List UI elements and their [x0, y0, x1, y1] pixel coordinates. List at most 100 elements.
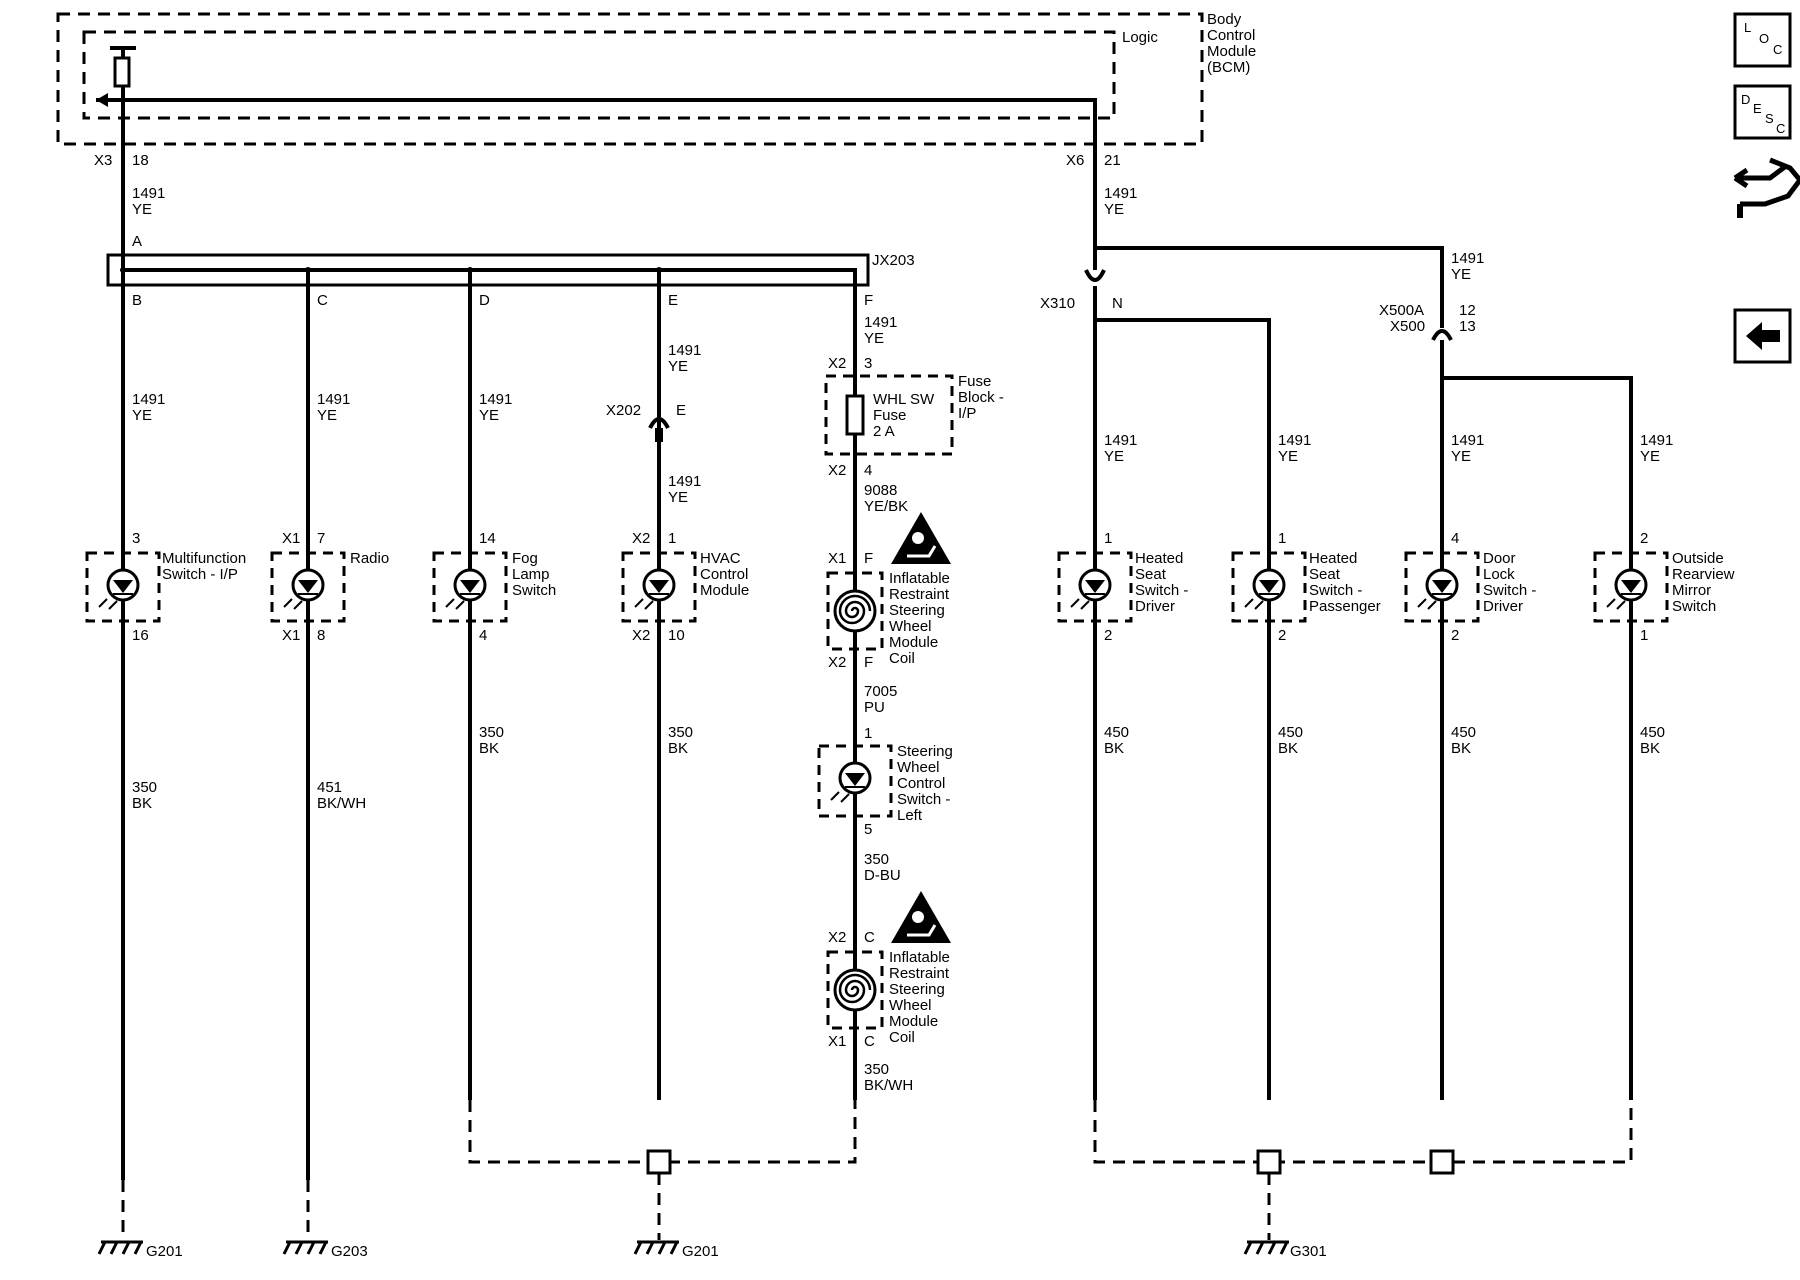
svg-text:X2: X2	[828, 462, 846, 479]
svg-text:F: F	[864, 654, 873, 671]
svg-text:X202: X202	[606, 402, 641, 419]
airbag-warning-icon	[889, 889, 953, 945]
svg-text:1: 1	[1640, 627, 1648, 644]
x6-pin-label: 21	[1104, 152, 1121, 169]
x3-pin-label: 18	[132, 152, 149, 169]
svg-text:4: 4	[479, 627, 487, 644]
svg-text:3: 3	[864, 355, 872, 372]
svg-text:X1: X1	[282, 530, 300, 547]
switch-icon	[97, 568, 140, 611]
switch-icon	[444, 568, 487, 611]
svg-text:4: 4	[1451, 530, 1459, 547]
connector-icon[interactable]	[1733, 157, 1800, 218]
bcm-arrow-icon	[96, 93, 108, 107]
svg-text:G203: G203	[331, 1243, 368, 1260]
svg-text:X2: X2	[632, 627, 650, 644]
x6-connector-label: X6	[1066, 152, 1084, 169]
svg-text:1: 1	[864, 725, 872, 742]
svg-text:2: 2	[1640, 530, 1648, 547]
splice-icon	[1256, 1149, 1282, 1175]
x202-connector: X202 E	[606, 402, 686, 442]
ground-icon	[1243, 1240, 1291, 1256]
airbag-warning-icon	[889, 510, 953, 566]
svg-text:X1: X1	[282, 627, 300, 644]
svg-text:E: E	[676, 402, 686, 419]
svg-text:G301: G301	[1290, 1243, 1327, 1260]
svg-text:C: C	[1773, 42, 1782, 57]
switch-icon	[282, 568, 325, 611]
bcm-resistor-icon	[113, 56, 131, 88]
switch-icon	[1605, 568, 1648, 611]
svg-text:X310: X310	[1040, 295, 1075, 312]
svg-text:Radio: Radio	[350, 550, 389, 567]
coil-icon	[833, 968, 877, 1012]
ground-icon	[97, 1240, 145, 1256]
back-arrow-icon[interactable]	[1733, 308, 1792, 364]
coil-icon	[833, 589, 877, 633]
svg-text:X1: X1	[828, 550, 846, 567]
ground-icon	[282, 1240, 330, 1256]
radio: X1 7 X1 8 Radio	[270, 530, 389, 644]
splice-icon	[646, 1149, 672, 1175]
jx203-pin-a: A	[132, 233, 142, 250]
switch-icon	[1416, 568, 1459, 611]
jx203-pin-c: C	[317, 292, 328, 309]
svg-text:G201: G201	[146, 1243, 183, 1260]
svg-text:7: 7	[317, 530, 325, 547]
svg-text:14: 14	[479, 530, 496, 547]
description-icon[interactable]: D E S C	[1733, 84, 1792, 140]
svg-text:2: 2	[1451, 627, 1459, 644]
ground-icon	[633, 1240, 681, 1256]
svg-text:D: D	[1741, 92, 1750, 107]
jx203-pin-e: E	[668, 292, 678, 309]
svg-text:C: C	[864, 1033, 875, 1050]
ground-g201-center: G201	[633, 1240, 719, 1260]
ground-g301: G301	[1243, 1240, 1327, 1260]
location-icon[interactable]: L O C	[1733, 12, 1792, 68]
ground-g203: G203	[282, 1240, 368, 1260]
jx203-label: JX203	[872, 252, 915, 269]
svg-text:5: 5	[864, 821, 872, 838]
svg-text:X2: X2	[828, 929, 846, 946]
svg-text:E: E	[1753, 101, 1762, 116]
jx203-pin-f: F	[864, 292, 873, 309]
svg-text:N: N	[1112, 295, 1123, 312]
svg-text:1: 1	[1104, 530, 1112, 547]
svg-text:F: F	[864, 550, 873, 567]
switch-icon	[829, 761, 872, 804]
